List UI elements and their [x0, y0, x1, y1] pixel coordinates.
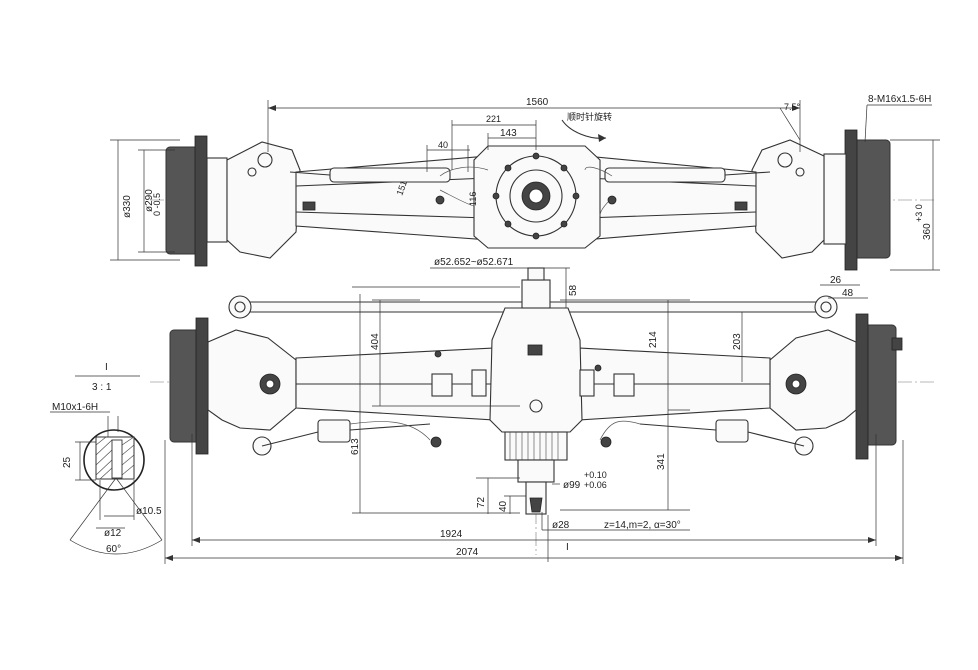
shaft-dia-label: ø52.652~ø52.671	[434, 257, 514, 268]
dim-40-label: 40	[438, 140, 448, 150]
pilot-dia-label: ø99	[563, 480, 581, 491]
deg-top-label: 7.5°	[784, 102, 801, 112]
dim-40b-label: 40	[498, 500, 509, 512]
front-dimensions	[164, 267, 904, 564]
dim-48-label: 48	[842, 288, 854, 299]
scale-label: 3 : 1	[92, 382, 112, 393]
dim-341-label: 341	[656, 453, 667, 470]
rotation-note: 顺时针旋转	[567, 111, 612, 123]
dim-214-label: 214	[648, 331, 659, 348]
dim-151-label: 151	[394, 179, 409, 197]
dia-290-tol-label: 0 -0.5	[152, 193, 162, 216]
thread-top-label: 8-M16x1.5-6H	[868, 94, 931, 105]
top-view	[150, 129, 935, 271]
dim-28-label: ø28	[552, 520, 570, 531]
dim-613-label: 613	[350, 438, 361, 455]
detail-d105-label: ø10.5	[136, 506, 162, 517]
detail-d12-label: ø12	[104, 528, 122, 539]
scale-title-label: I	[105, 362, 108, 373]
width-top-label: 1560	[526, 97, 549, 108]
pilot-tol-lo-label: +0.06	[584, 480, 607, 490]
pilot-tol-up-label: +0.10	[584, 470, 607, 480]
dim-221-label: 221	[486, 114, 501, 124]
detail-thread-label: M10x1-6H	[52, 402, 98, 413]
dia-330-label: ø330	[122, 195, 133, 218]
detail-25-label: 25	[62, 456, 73, 468]
detail-angle-label: 60°	[106, 544, 121, 555]
gear-spec-label: z=14,m=2, α=30°	[604, 520, 681, 531]
detail-section	[50, 375, 163, 555]
width-2074-label: 2074	[456, 547, 479, 558]
dim-203-label: 203	[732, 333, 743, 350]
dim-26-label: 26	[830, 275, 842, 286]
section-mark-bottom: I	[566, 542, 569, 553]
dia-290-label: ø290	[144, 189, 155, 212]
front-view	[150, 267, 935, 555]
dim-143-label: 143	[500, 128, 517, 139]
dim-116-label: 116	[468, 192, 478, 206]
dia-360-tol-label: +3 0	[914, 204, 924, 222]
dim-72-label: 72	[476, 496, 487, 508]
width-1924-label: 1924	[440, 529, 463, 540]
dimension-labels: 1560 8-M16x1.5-6H 7.5° 221 143 顺时针旋转 40 …	[52, 94, 933, 558]
dim-58-label: 58	[568, 284, 579, 296]
dia-360-label: 360	[922, 223, 933, 240]
top-dimensions	[110, 100, 940, 271]
dim-404-label: 404	[370, 333, 381, 350]
